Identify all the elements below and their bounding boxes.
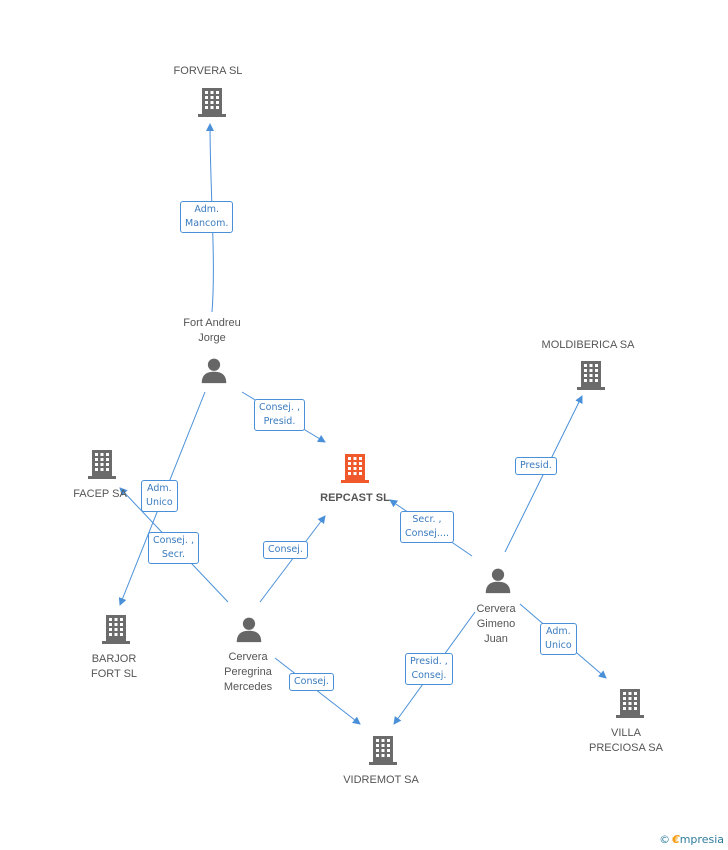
building-icon-repcast: [341, 454, 369, 483]
person-icon-peregrina: [236, 617, 262, 643]
edge-label-gimeno-moldiberica: Presid.: [515, 457, 557, 475]
edge-label-fort-forvera: Adm. Mancom.: [180, 201, 234, 233]
building-icon-forvera: [198, 88, 226, 117]
edge-label-peregrina-repcast: Consej.: [263, 541, 308, 559]
person-label-fort[interactable]: Fort Andreu Jorge: [183, 317, 241, 344]
building-icon-villa: [616, 689, 644, 718]
edge-peregrina-vidremot: [274, 657, 361, 725]
edge-label-peregrina-vidremot: Consej.: [289, 673, 334, 691]
edge-label-gimeno-vidremot: Presid. , Consej.: [405, 653, 453, 685]
company-label-barjor[interactable]: BARJOR FORT SL: [90, 653, 138, 680]
building-icon-barjor: [102, 615, 130, 644]
company-label-vidremot[interactable]: VIDREMOT SA: [343, 774, 419, 786]
edge-label-gimeno-villa: Adm. Unico: [540, 623, 577, 655]
edge-label-gimeno-repcast: Secr. , Consej....: [400, 511, 454, 543]
company-label-facep[interactable]: FACEP SA: [73, 488, 127, 500]
company-label-villa[interactable]: VILLA PRECIOSA SA: [589, 727, 663, 754]
person-label-peregrina[interactable]: Cervera Peregrina Mercedes: [223, 651, 273, 693]
brand-logo[interactable]: ©€mpresia: [659, 833, 724, 846]
copyright-icon: ©: [659, 833, 671, 846]
building-icon-facep: [88, 450, 116, 479]
company-label-forvera[interactable]: FORVERA SL: [173, 65, 243, 77]
edge-label-peregrina-facep: Consej. , Secr.: [148, 532, 199, 564]
edge-peregrina-repcast: [259, 515, 326, 603]
edge-label-fort-barjor: Adm. Unico: [141, 480, 178, 512]
building-icon-moldiberica: [577, 361, 605, 390]
company-label-moldiberica[interactable]: MOLDIBERICA SA: [541, 339, 635, 351]
person-icon-gimeno: [485, 568, 511, 594]
edge-label-fort-repcast: Consej. , Presid.: [254, 399, 305, 431]
brand-initial: €: [672, 833, 680, 846]
person-icon-fort: [201, 358, 227, 384]
company-label-repcast[interactable]: REPCAST SL: [320, 492, 390, 504]
person-label-gimeno[interactable]: Cervera Gimeno Juan: [476, 603, 516, 645]
building-icon-vidremot: [369, 736, 397, 765]
brand-name: mpresia: [679, 833, 724, 846]
